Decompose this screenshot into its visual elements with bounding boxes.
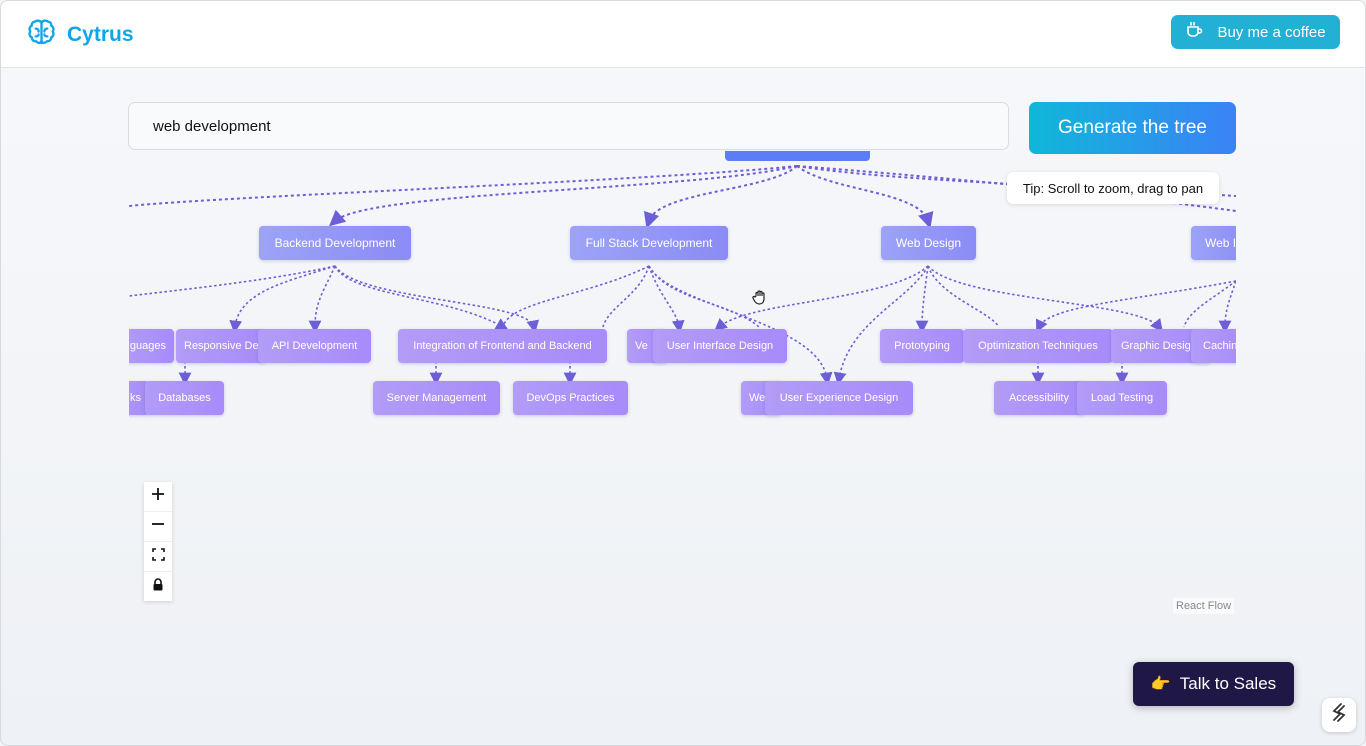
tree-node-user-interface-design[interactable]: User Interface Design (653, 329, 787, 363)
tree-node-devops-practices[interactable]: DevOps Practices (513, 381, 628, 415)
zoom-in-button[interactable] (144, 482, 172, 512)
buy-me-a-coffee-button[interactable]: Buy me a coffee (1171, 15, 1340, 49)
lock-toggle-button[interactable] (144, 572, 172, 601)
fit-view-button[interactable] (144, 542, 172, 572)
lock-icon (152, 577, 164, 596)
tip-tooltip: Tip: Scroll to zoom, drag to pan (1007, 172, 1219, 204)
tree-node-prototyping[interactable]: Prototyping (880, 329, 964, 363)
widget-launcher-button[interactable] (1322, 698, 1356, 732)
flow-controls (144, 482, 172, 601)
pointing-hand-icon: 👉 (1150, 676, 1171, 693)
brain-icon (25, 16, 58, 54)
talk-to-sales-button[interactable]: 👉 Talk to Sales (1133, 662, 1294, 706)
topic-search-input[interactable] (128, 102, 1009, 150)
react-flow-attribution[interactable]: React Flow (1173, 598, 1235, 614)
tree-node-api-development[interactable]: API Development (258, 329, 371, 363)
tree-node-user-experience-design[interactable]: User Experience Design (765, 381, 913, 415)
tree-node-frameworks[interactable]: ks (129, 381, 149, 415)
top-navbar: Cytrus Buy me a coffee (1, 1, 1365, 68)
coffee-cup-icon (1185, 21, 1203, 43)
tree-node-integration-frontend-backend[interactable]: Integration of Frontend and Backend (398, 329, 607, 363)
tree-node-web-design[interactable]: Web Design (881, 226, 976, 260)
generate-tree-button[interactable]: Generate the tree (1029, 102, 1236, 154)
tree-node-server-management[interactable]: Server Management (373, 381, 500, 415)
fit-view-icon (151, 547, 165, 566)
zoom-out-button[interactable] (144, 512, 172, 542)
tree-node-languages[interactable]: guages (129, 329, 174, 363)
widget-logo-icon (1329, 702, 1349, 729)
plus-icon (151, 487, 165, 506)
root-node[interactable] (725, 151, 870, 161)
minus-icon (151, 517, 165, 536)
brand[interactable]: Cytrus (25, 16, 134, 54)
grab-hand-cursor-icon (751, 288, 769, 311)
tree-node-full-stack-development[interactable]: Full Stack Development (570, 226, 728, 260)
tree-node-caching[interactable]: Cachin (1191, 329, 1236, 363)
tree-node-web-partial[interactable]: Web I (1191, 226, 1236, 260)
tree-node-responsive-design[interactable]: Responsive De (176, 329, 266, 363)
tree-node-accessibility[interactable]: Accessibility (994, 381, 1084, 415)
tree-node-load-testing[interactable]: Load Testing (1077, 381, 1167, 415)
talk-to-sales-label: Talk to Sales (1179, 674, 1277, 693)
tree-node-databases[interactable]: Databases (145, 381, 224, 415)
tree-node-backend-development[interactable]: Backend Development (259, 226, 411, 260)
react-flow-canvas[interactable]: Backend Development Full Stack Developme… (129, 151, 1236, 451)
brand-name: Cytrus (67, 23, 134, 46)
tree-node-optimization-techniques[interactable]: Optimization Techniques (963, 329, 1113, 363)
coffee-label: Buy me a coffee (1217, 23, 1326, 41)
tree-edges (129, 165, 1236, 386)
